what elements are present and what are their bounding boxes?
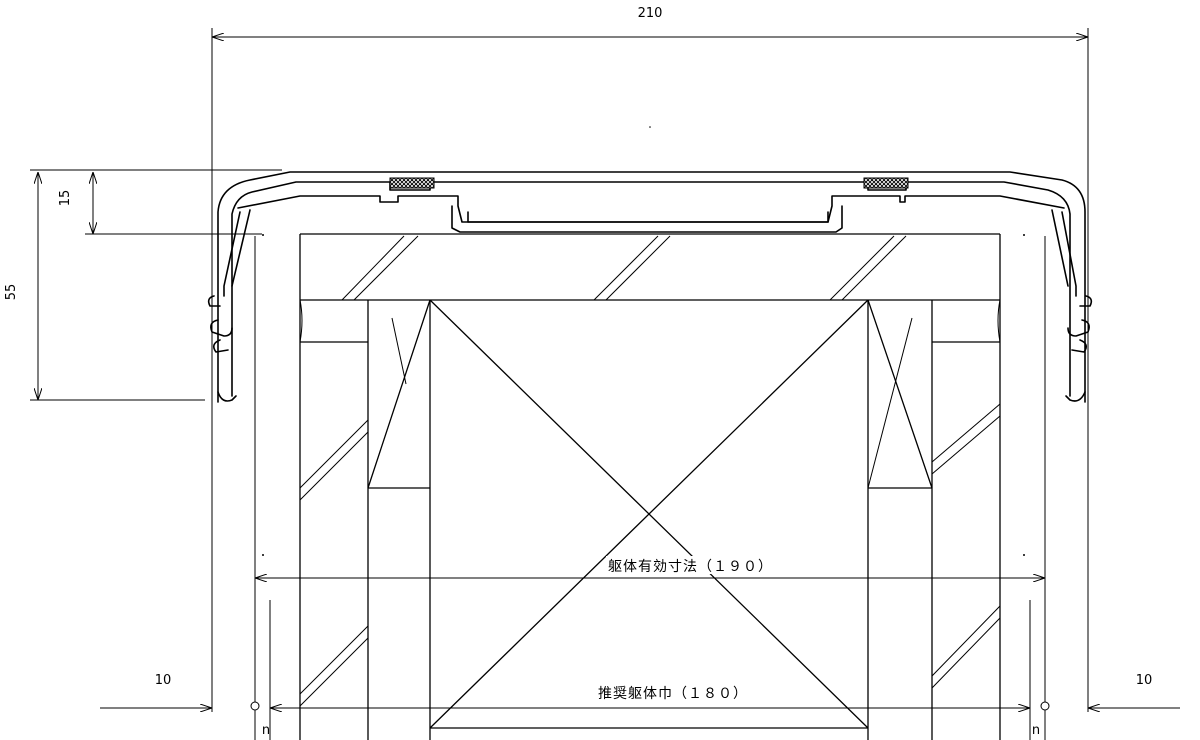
- height-dimensions: 55 15: [4, 169, 282, 401]
- frame-body: [299, 233, 1001, 740]
- clearance-left-label: 10: [155, 673, 172, 688]
- overall-width-label: 210: [638, 6, 663, 21]
- overall-width-dimension: 210: [211, 6, 1089, 712]
- recommended-width-label: 推奨躯体巾（１８０）: [598, 686, 748, 702]
- height-total-label: 55: [4, 284, 19, 301]
- joint-cover-profile: [207, 171, 1093, 403]
- effective-width-dimension: 躯体有効寸法（１９０）: [254, 236, 1046, 740]
- n-left-label: n: [262, 723, 270, 738]
- height-top-label: 15: [58, 190, 73, 207]
- n-right-label: n: [1032, 723, 1040, 738]
- clearance-right-label: 10: [1136, 673, 1153, 688]
- gasket-left: [389, 177, 435, 189]
- reference-dots: [262, 126, 1025, 556]
- effective-width-label: 躯体有効寸法（１９０）: [608, 559, 773, 575]
- point-n-left: [250, 701, 260, 711]
- gasket-right: [863, 177, 909, 189]
- gaskets: [389, 177, 909, 189]
- point-n-right: [1040, 701, 1050, 711]
- recommended-width-dimension: 推奨躯体巾（１８０） 10 10 n n: [100, 600, 1180, 740]
